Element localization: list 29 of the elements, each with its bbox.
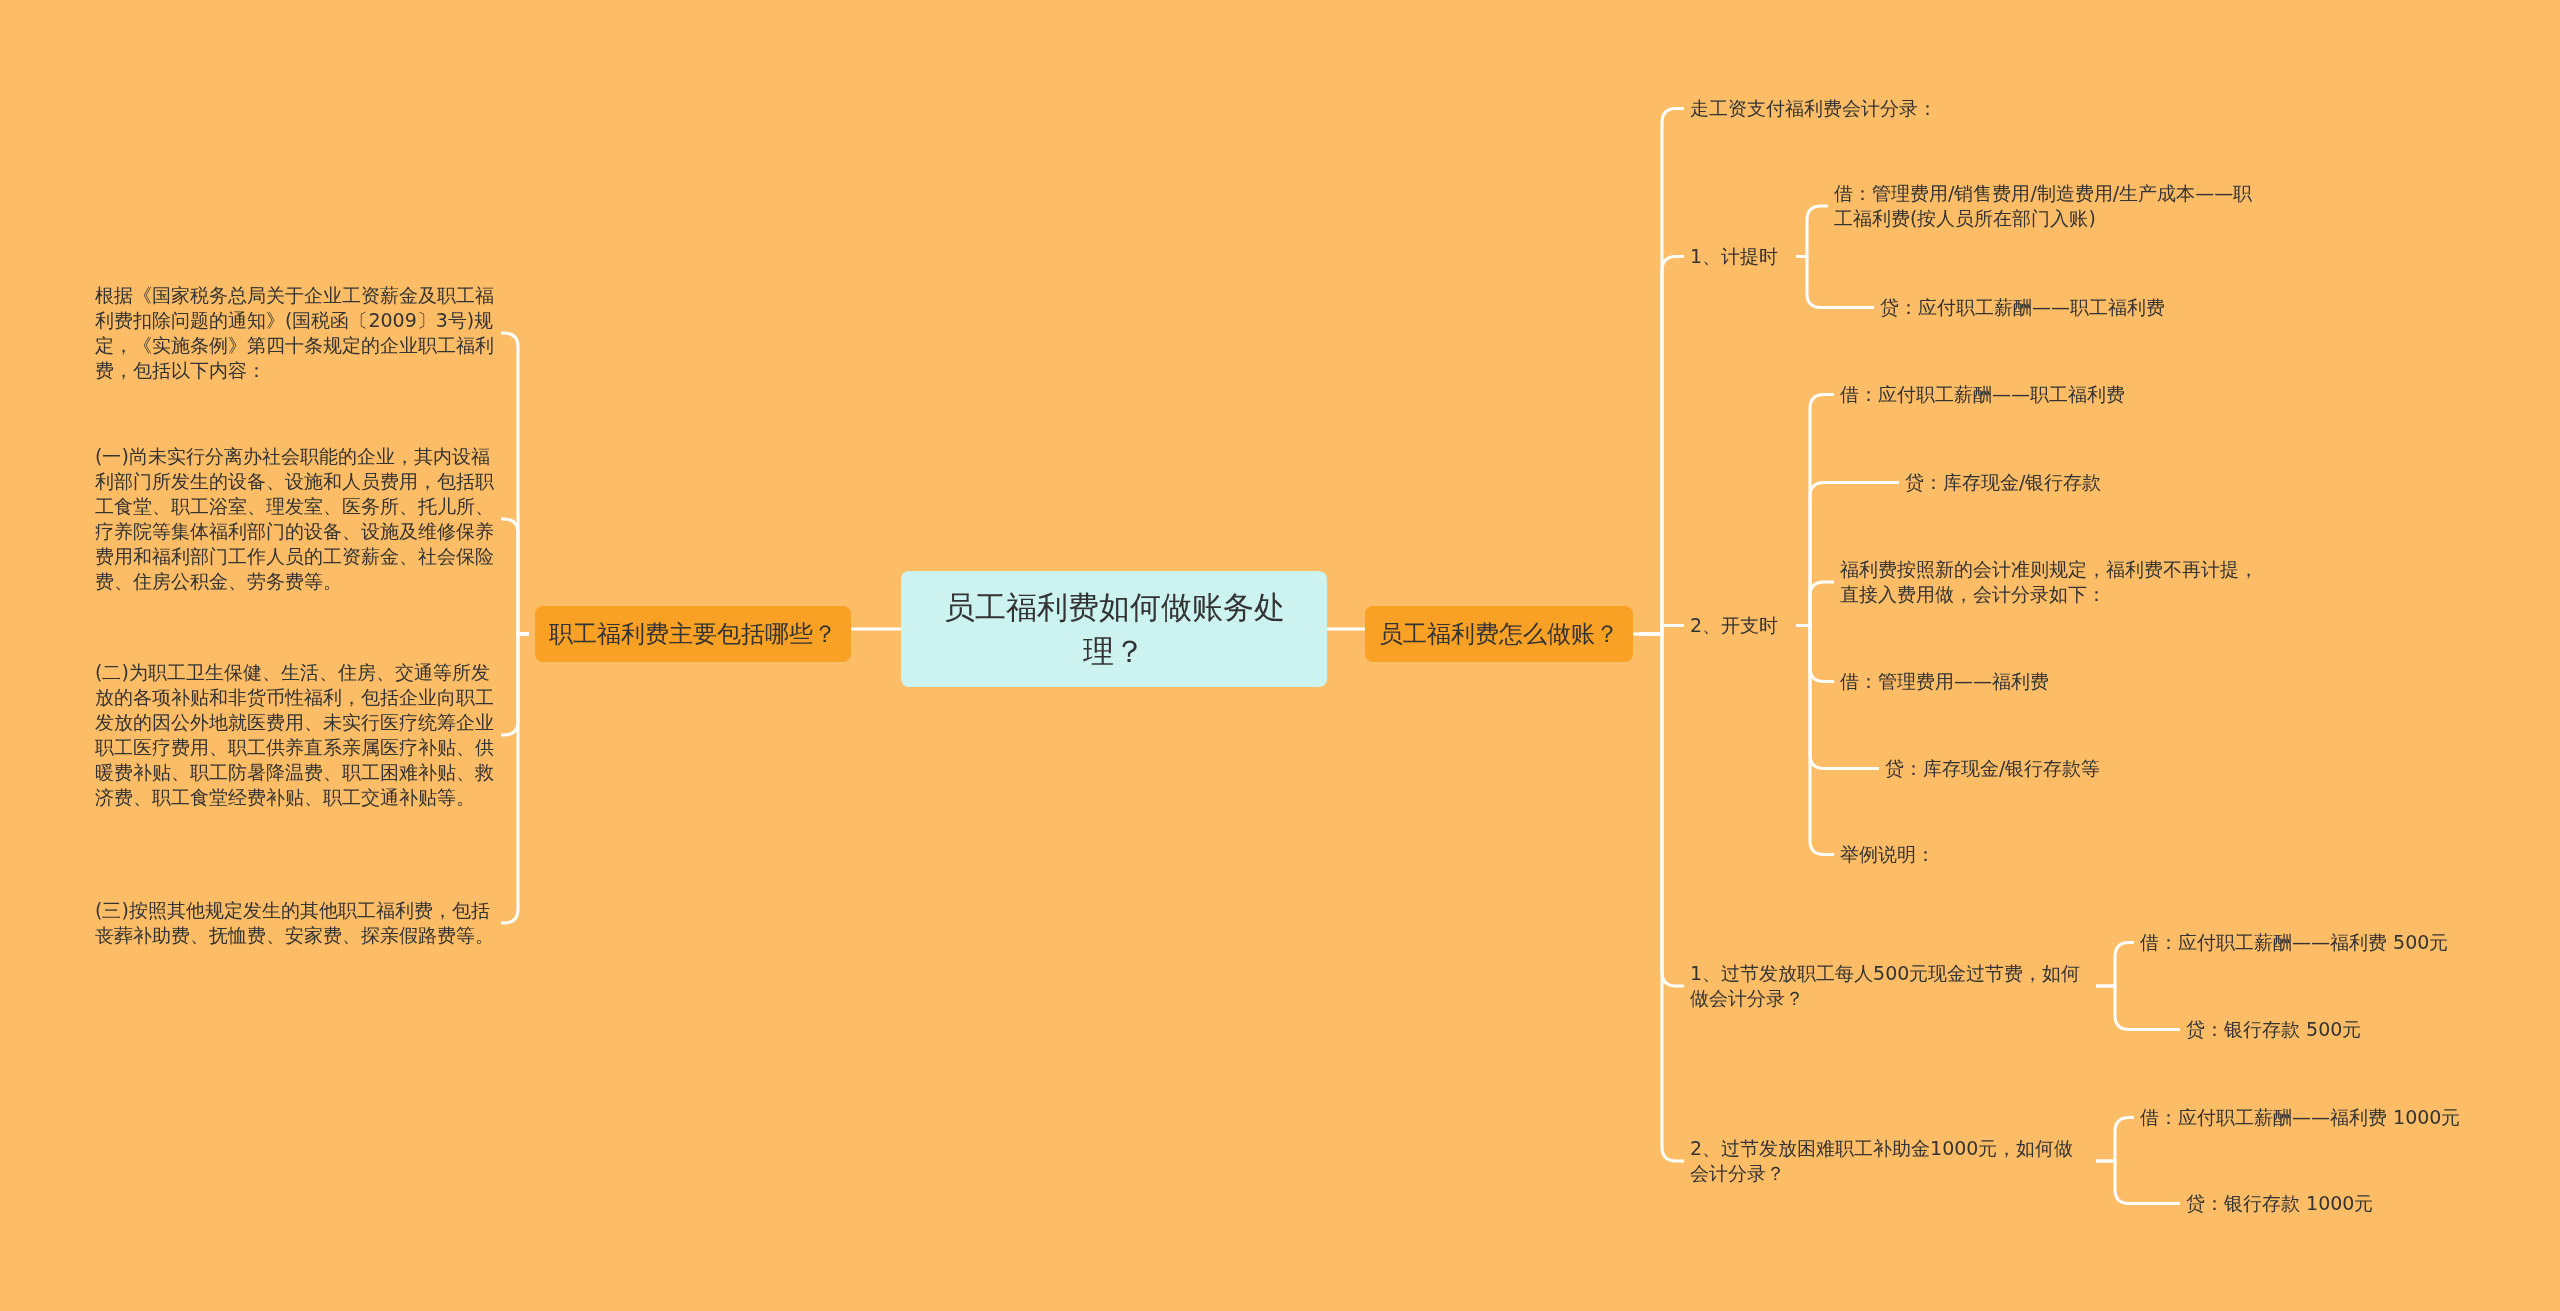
note-text: 借：应付职工薪酬——职工福利费 bbox=[1840, 382, 2200, 407]
topic-box: 职工福利费主要包括哪些？ bbox=[535, 606, 851, 662]
note-text: 借：管理费用——福利费 bbox=[1840, 669, 2140, 694]
note-text: (一)尚未实行分离办社会职能的企业，其内设福利部门所发生的设备、设施和人员费用，包括职工食堂、职工浴室、理发室、医务所、托儿所、疗养院等集体福利部门的设备、设施及维修保养费用和福利部门工作人员的工资薪金、社会保险费、住房公积金、劳务费等。 bbox=[95, 444, 495, 594]
note-text: (三)按照其他规定发生的其他职工福利费，包括丧葬补助费、抚恤费、安家费、探亲假路费等。 bbox=[95, 898, 495, 948]
note-text: 福利费按照新的会计准则规定，福利费不再计提，直接入费用做，会计分录如下： bbox=[1840, 557, 2260, 607]
note-text: 贷：银行存款 500元 bbox=[2186, 1017, 2486, 1042]
note-text: 走工资支付福利费会计分录： bbox=[1690, 96, 2050, 121]
note-text: 2、开支时 bbox=[1690, 613, 1790, 638]
note-text: 贷：库存现金/银行存款 bbox=[1905, 470, 2205, 495]
note-text: 根据《国家税务总局关于企业工资薪金及职工福利费扣除问题的通知》(国税函〔2009〕3号)规定，《实施条例》第四十条规定的企业职工福利费，包括以下内容： bbox=[95, 283, 495, 383]
note-text: 贷：银行存款 1000元 bbox=[2186, 1191, 2486, 1216]
connector-line bbox=[1633, 624, 1684, 636]
note-text: (二)为职工卫生保健、生活、住房、交通等所发放的各项补贴和非货币性福利，包括企业向职工发放的因公外地就医费用、未实行医疗统筹企业职工医疗费用、职工供养直系亲属医疗补贴、供暖费补贴、职工防暑降温费、职工困难补贴、救济费、职工食堂经费补贴、职工交通补贴等。 bbox=[95, 660, 495, 810]
note-text: 借：管理费用/销售费用/制造费用/生产成本——职工福利费(按人员所在部门入账) bbox=[1834, 181, 2254, 231]
connector-line bbox=[2096, 1159, 2180, 1205]
central-topic-box: 员工福利费如何做账务处理？ bbox=[901, 571, 1327, 687]
connector-line bbox=[2096, 984, 2180, 1031]
note-text: 举例说明： bbox=[1840, 842, 2040, 867]
note-text: 贷：库存现金/银行存款等 bbox=[1885, 756, 2185, 781]
note-text: 贷：应付职工薪酬——职工福利费 bbox=[1880, 295, 2240, 320]
note-text: 1、计提时 bbox=[1690, 244, 1790, 269]
connector-line bbox=[1327, 627, 1365, 631]
topic-box: 员工福利费怎么做账？ bbox=[1365, 606, 1633, 662]
note-text: 2、过节发放困难职工补助金1000元，如何做会计分录？ bbox=[1690, 1136, 2090, 1186]
note-text: 借：应付职工薪酬——福利费 500元 bbox=[2140, 930, 2500, 955]
note-text: 借：应付职工薪酬——福利费 1000元 bbox=[2140, 1105, 2500, 1130]
note-text: 1、过节发放职工每人500元现金过节费，如何做会计分录？ bbox=[1690, 961, 2090, 1011]
connector-line bbox=[851, 627, 901, 631]
